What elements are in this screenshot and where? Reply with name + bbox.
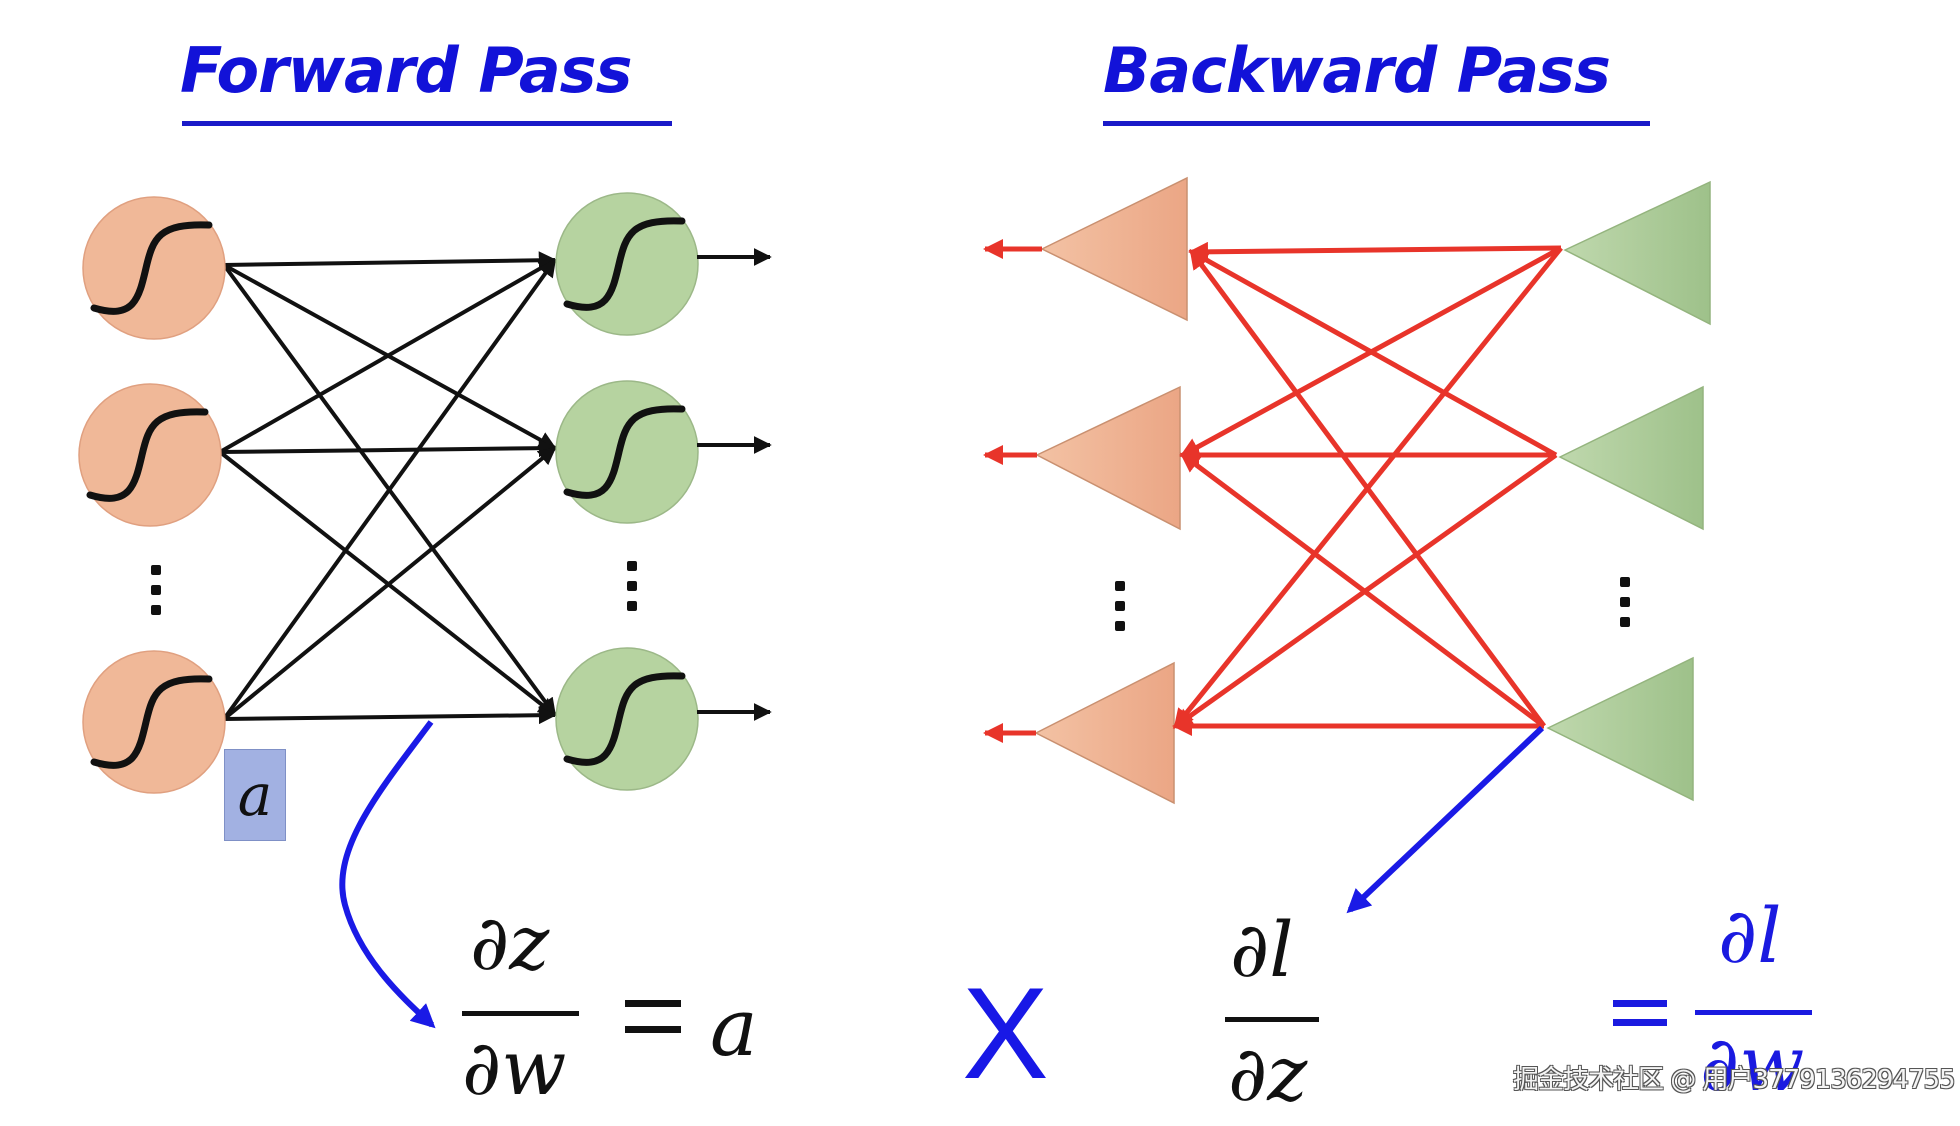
backward-fraction-bar — [1225, 1017, 1319, 1022]
output-neuron — [555, 647, 699, 791]
backward-pointer-arrow — [1346, 725, 1545, 914]
ellipsis-dot — [627, 581, 637, 591]
activation-highlight-box: a — [224, 749, 286, 841]
ellipsis-dot — [1620, 617, 1630, 627]
ellipsis-dot — [627, 601, 637, 611]
input-neuron — [82, 650, 226, 794]
backward-right-neuron — [1558, 385, 1704, 531]
sigmoid-icon — [563, 672, 686, 766]
backward-denominator: ∂z — [1228, 1029, 1308, 1118]
backward-right-neuron — [1563, 180, 1711, 326]
backward-numerator: ∂l — [1230, 905, 1294, 994]
forward-edge — [223, 706, 557, 725]
forward-edge — [222, 446, 557, 721]
ellipsis-dot — [1115, 621, 1125, 631]
ellipsis-dot — [1620, 577, 1630, 587]
forward-title-underline — [182, 121, 672, 126]
sigmoid-icon — [90, 675, 213, 769]
forward-edge — [219, 258, 557, 454]
ellipsis-dot — [1115, 601, 1125, 611]
input-neuron — [78, 383, 222, 527]
ellipsis-dot — [151, 605, 161, 615]
backward-edge — [1188, 249, 1558, 458]
output-neuron — [555, 192, 699, 336]
ellipsis-dot — [1620, 597, 1630, 607]
backward-edge — [1179, 452, 1546, 728]
forward-denominator: ∂w — [462, 1023, 567, 1112]
forward-pointer-arrow — [339, 720, 436, 1029]
backward-title-underline — [1103, 121, 1650, 126]
ellipsis-dot — [1115, 581, 1125, 591]
forward-edge — [219, 439, 557, 458]
watermark: 掘金技术社区 @ 用户3779136294755 — [1513, 1065, 1956, 1095]
sigmoid-icon — [563, 405, 686, 499]
backward-right-neuron — [1546, 656, 1694, 802]
ellipsis-dot — [151, 585, 161, 595]
result-denominator: ∂w — [1700, 1019, 1805, 1108]
forward-pass-title: Forward Pass — [180, 34, 632, 107]
sigmoid-icon — [563, 217, 686, 311]
backward-left-neuron — [1035, 385, 1181, 531]
result-numerator: ∂l — [1718, 891, 1782, 980]
backward-left-neuron — [1034, 661, 1175, 805]
input-neuron — [82, 196, 226, 340]
result-equals-sign — [1613, 1000, 1667, 1026]
forward-edge — [223, 251, 557, 270]
sigmoid-icon — [90, 221, 213, 315]
backward-edge — [1188, 241, 1562, 262]
sigmoid-icon — [86, 408, 209, 502]
forward-edge — [222, 258, 557, 721]
forward-result: a — [710, 981, 758, 1074]
backward-pass-title: Backward Pass — [1103, 34, 1611, 107]
forward-fraction-bar — [462, 1011, 579, 1016]
ellipsis-dot — [151, 565, 161, 575]
multiply-operator: X — [962, 960, 1049, 1106]
forward-numerator: ∂z — [470, 898, 550, 987]
forward-equals-sign — [625, 1000, 681, 1034]
output-neuron — [555, 380, 699, 524]
activation-label: a — [237, 761, 273, 829]
backward-left-neuron — [1040, 176, 1188, 322]
ellipsis-dot — [627, 561, 637, 571]
backward-edge — [1189, 248, 1547, 728]
result-fraction-bar — [1695, 1010, 1812, 1015]
